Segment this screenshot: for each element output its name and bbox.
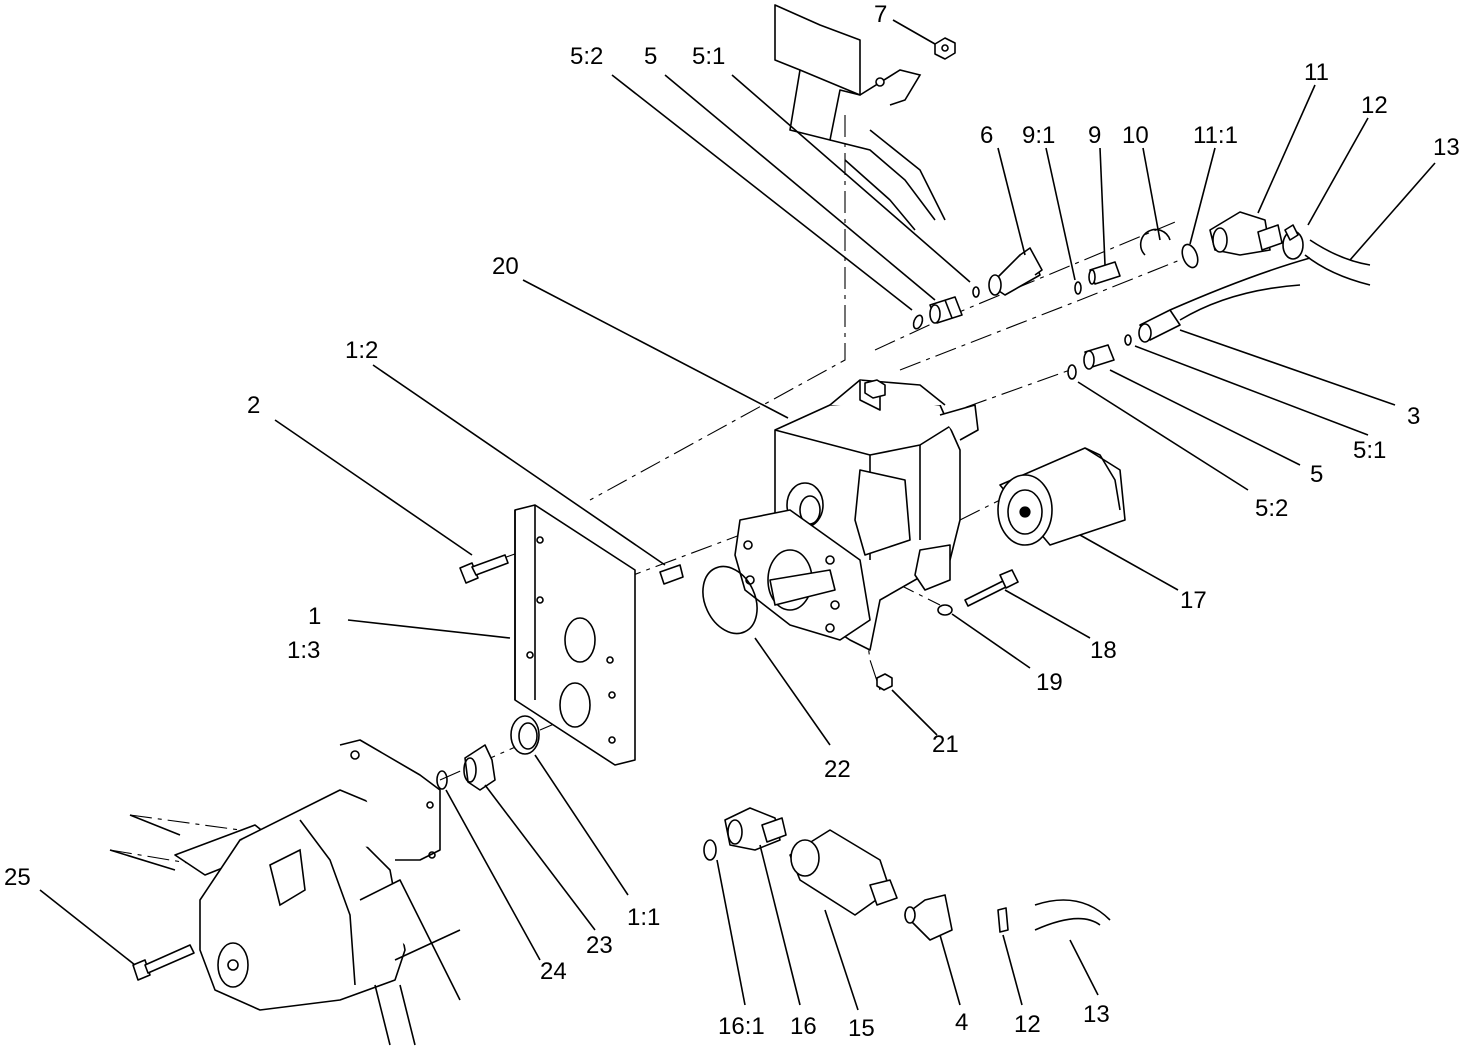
part-1-2-dowel [659, 564, 684, 585]
part-16-1-o-ring [703, 839, 717, 861]
label-22: 22 [824, 756, 851, 783]
part-5-1-o-ring-right [1124, 334, 1132, 346]
label-2: 2 [247, 392, 260, 419]
label-20: 20 [492, 253, 519, 280]
part-2-bolt [459, 554, 509, 584]
part-16-elbow [724, 807, 787, 851]
label-1: 1 [308, 603, 321, 630]
part-1-1-seal [510, 715, 540, 755]
part-23-gear [463, 744, 496, 791]
label-1-1: 1:1 [627, 904, 660, 931]
part-4-elbow [904, 894, 953, 941]
part-17-filter [997, 447, 1126, 546]
part-5-2-o-ring-right [1067, 364, 1077, 380]
label-9-1: 9:1 [1022, 122, 1055, 149]
label-19: 19 [1036, 669, 1063, 696]
part-19-washer [937, 604, 953, 616]
part-5-2-o-ring-top [912, 314, 924, 330]
callout-labels: 7 5:2 5 5:1 6 9:1 9 10 11:1 11 12 13 20 … [4, 1, 1460, 1042]
label-23: 23 [586, 932, 613, 959]
label-21: 21 [932, 731, 959, 758]
part-9-fitting [1088, 261, 1121, 285]
part-15-filter [789, 829, 898, 916]
label-3: 3 [1407, 403, 1420, 430]
part-5-fitting-top [929, 296, 963, 324]
part-12-clamp-bottom [997, 907, 1009, 933]
label-15: 15 [848, 1015, 875, 1042]
label-5-2-top: 5:2 [570, 43, 603, 70]
label-9: 9 [1088, 122, 1101, 149]
part-1-plate [514, 504, 636, 766]
label-17: 17 [1180, 587, 1207, 614]
part-5-fitting-right [1083, 344, 1115, 370]
label-16-1: 16:1 [718, 1013, 765, 1040]
label-7: 7 [874, 1, 887, 28]
label-5-top: 5 [644, 43, 657, 70]
part-3-hose [1138, 284, 1301, 343]
part-18-bolt [964, 569, 1019, 607]
label-5-1-top: 5:1 [692, 43, 725, 70]
part-5-1-o-ring-top [972, 286, 980, 298]
part-21-nut [876, 673, 893, 691]
part-9-1-o-ring [1074, 281, 1082, 295]
transmission-housing [109, 739, 461, 1046]
label-5-1-right: 5:1 [1353, 437, 1386, 464]
label-24: 24 [540, 958, 567, 985]
label-1-2: 1:2 [345, 337, 378, 364]
label-16: 16 [790, 1013, 817, 1040]
part-6-elbow [988, 247, 1043, 296]
label-12-top: 12 [1361, 92, 1388, 119]
part-10-clip [1139, 228, 1171, 256]
part-20-pump-body [734, 379, 979, 651]
frame-bracket [774, 4, 946, 231]
label-11-1: 11:1 [1193, 122, 1238, 149]
label-12-bottom: 12 [1014, 1011, 1041, 1038]
label-13-bottom: 13 [1083, 1001, 1110, 1028]
part-12-clamp-top [1282, 224, 1304, 260]
label-1-3: 1:3 [287, 637, 320, 664]
label-5-2-right: 5:2 [1255, 495, 1288, 522]
part-11-1-o-ring [1181, 243, 1199, 269]
part-13-hose-bottom [1034, 899, 1111, 931]
label-18: 18 [1090, 637, 1117, 664]
part-24-snap-ring [436, 770, 448, 790]
label-5-right: 5 [1310, 461, 1323, 488]
label-11: 11 [1304, 59, 1329, 86]
label-4: 4 [955, 1009, 968, 1036]
label-13-top: 13 [1433, 134, 1460, 161]
part-13-hose-top [1169, 239, 1371, 311]
label-10: 10 [1122, 122, 1149, 149]
leader-lines [39, 19, 1436, 1011]
part-7-nut [934, 37, 956, 60]
part-25-bolt [132, 944, 195, 981]
part-22-o-ring [702, 565, 758, 635]
part-11-elbow [1209, 211, 1283, 256]
label-6: 6 [980, 122, 993, 149]
label-25: 25 [4, 864, 31, 891]
